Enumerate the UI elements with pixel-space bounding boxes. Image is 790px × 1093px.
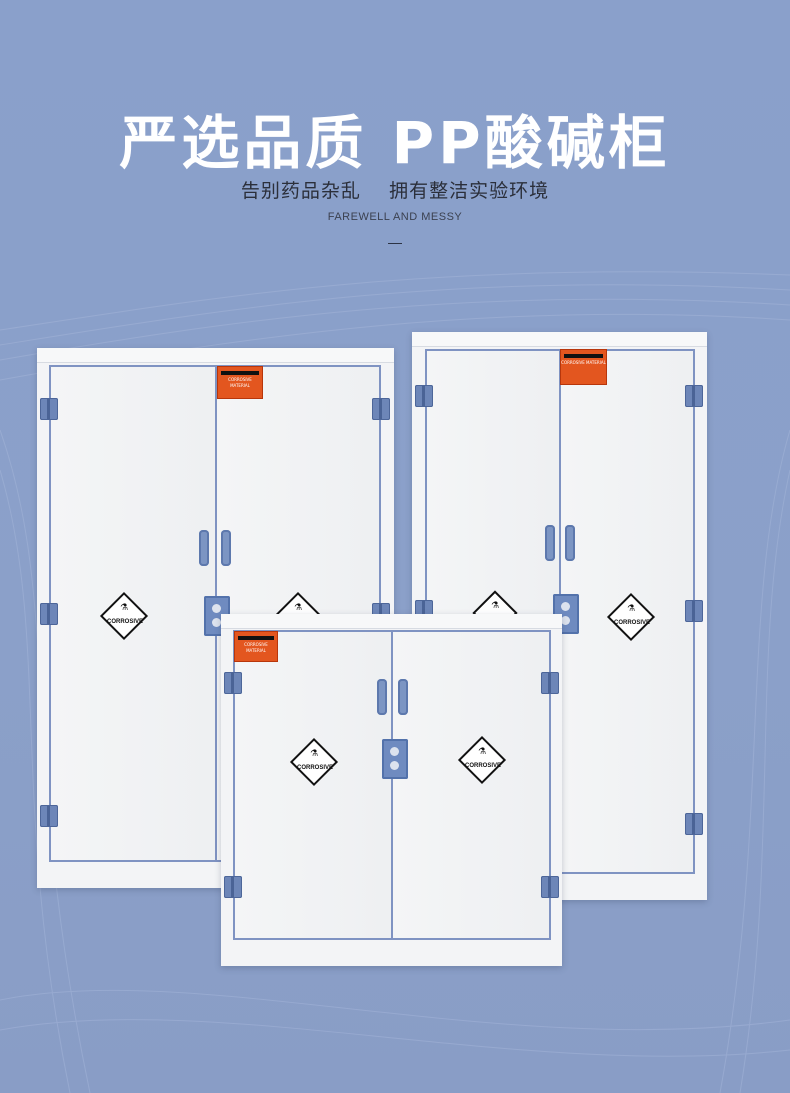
hinge xyxy=(685,813,703,835)
hinge xyxy=(685,600,703,622)
door-handle xyxy=(398,679,408,715)
hinge xyxy=(224,876,242,898)
door-handle xyxy=(565,525,575,561)
hinge xyxy=(685,385,703,407)
corrosive-diamond-sign: ⚗ xyxy=(472,590,518,636)
cabinet-front: CORROSIVE MATERIAL ⚗ CORROSIVE ⚗ CORROSI… xyxy=(221,614,562,966)
door-handle xyxy=(545,525,555,561)
subheadline: 告别药品杂乱 拥有整洁实验环境 xyxy=(240,180,550,202)
door-handle xyxy=(199,530,209,566)
hinge xyxy=(415,385,433,407)
door-handle xyxy=(377,679,387,715)
corrosive-diamond-sign: ⚗ xyxy=(273,591,323,641)
lock xyxy=(382,739,408,779)
hinge xyxy=(541,672,559,694)
hinge xyxy=(224,672,242,694)
corrosive-diamond-sign: ⚗ CORROSIVE xyxy=(606,592,656,642)
door-handle xyxy=(221,530,231,566)
cabinet-top xyxy=(37,348,394,363)
corrosive-diamond-sign: ⚗ CORROSIVE xyxy=(457,735,507,785)
corrosive-diamond-sign: ⚗ CORROSIVE xyxy=(289,737,339,787)
headline: 严选品质 PP酸碱柜 xyxy=(119,109,671,177)
warning-label: CORROSIVE MATERIAL xyxy=(234,631,278,662)
cabinet-door-right xyxy=(391,630,551,940)
hinge xyxy=(372,398,390,420)
hinge xyxy=(541,876,559,898)
english-caption: FAREWELL AND MESSY xyxy=(327,211,463,223)
warning-label: CORROSIVE MATERIAL xyxy=(560,349,607,385)
corrosive-diamond-sign: ⚗ CORROSIVE xyxy=(99,591,149,641)
hinge xyxy=(40,398,58,420)
hinge xyxy=(40,603,58,625)
hinge xyxy=(40,805,58,827)
cabinet-top xyxy=(412,332,707,347)
divider xyxy=(388,243,402,244)
cabinet-top xyxy=(221,614,562,629)
warning-label: CORROSIVE MATERIAL xyxy=(217,366,263,399)
